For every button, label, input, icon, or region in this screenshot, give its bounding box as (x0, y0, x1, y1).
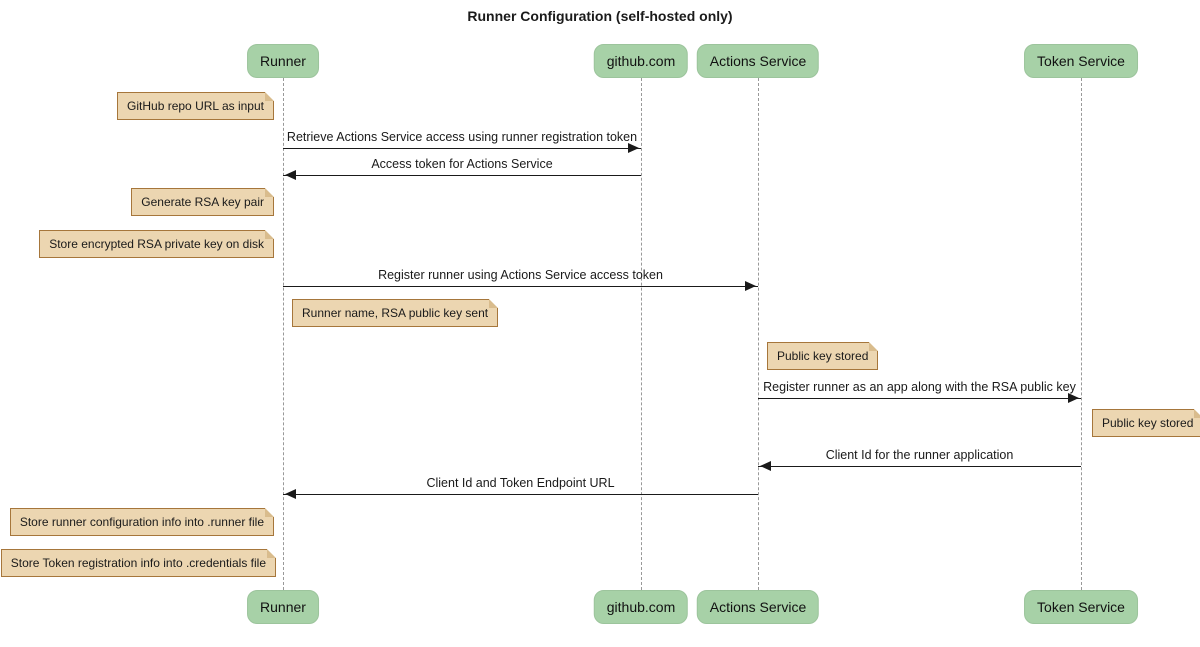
message-label-4: Client Id for the runner application (825, 448, 1014, 462)
actor-runner-top: Runner (247, 44, 319, 78)
message-arrowhead-1 (285, 170, 296, 180)
note-1: Generate RSA key pair (131, 188, 274, 216)
message-label-0: Retrieve Actions Service access using ru… (286, 130, 638, 144)
lifeline-runner (283, 78, 284, 590)
message-arrowhead-2 (745, 281, 756, 291)
note-7: Store Token registration info into .cred… (0, 549, 277, 577)
actor-token-top: Token Service (1024, 44, 1138, 78)
actor-github-bottom: github.com (593, 590, 689, 624)
actor-token-bottom: Token Service (1024, 590, 1138, 624)
message-line-2 (283, 286, 758, 287)
message-line-0 (283, 148, 641, 149)
message-label-3: Register runner as an app along with the… (763, 380, 1076, 394)
message-line-4 (758, 466, 1081, 467)
message-arrowhead-0 (628, 143, 639, 153)
message-arrowhead-3 (1068, 393, 1079, 403)
message-label-2: Register runner using Actions Service ac… (378, 268, 663, 282)
message-label-1: Access token for Actions Service (371, 157, 553, 171)
lifeline-github (641, 78, 642, 590)
diagram-title: Runner Configuration (self-hosted only) (467, 8, 733, 24)
note-5: Public key stored (1092, 409, 1200, 437)
lifeline-token (1081, 78, 1082, 590)
message-line-1 (283, 175, 641, 176)
actor-actions-top: Actions Service (696, 44, 820, 78)
message-line-5 (283, 494, 758, 495)
note-4: Public key stored (767, 342, 879, 370)
actor-github-top: github.com (593, 44, 689, 78)
actor-runner-bottom: Runner (247, 590, 319, 624)
message-arrowhead-4 (760, 461, 771, 471)
note-3: Runner name, RSA public key sent (292, 299, 499, 327)
message-arrowhead-5 (285, 489, 296, 499)
note-0: GitHub repo URL as input (117, 92, 274, 120)
actor-actions-bottom: Actions Service (696, 590, 820, 624)
message-line-3 (758, 398, 1081, 399)
note-2: Store encrypted RSA private key on disk (39, 230, 274, 258)
message-label-5: Client Id and Token Endpoint URL (426, 476, 615, 490)
lifeline-actions (758, 78, 759, 590)
note-6: Store runner configuration info into .ru… (9, 508, 275, 536)
